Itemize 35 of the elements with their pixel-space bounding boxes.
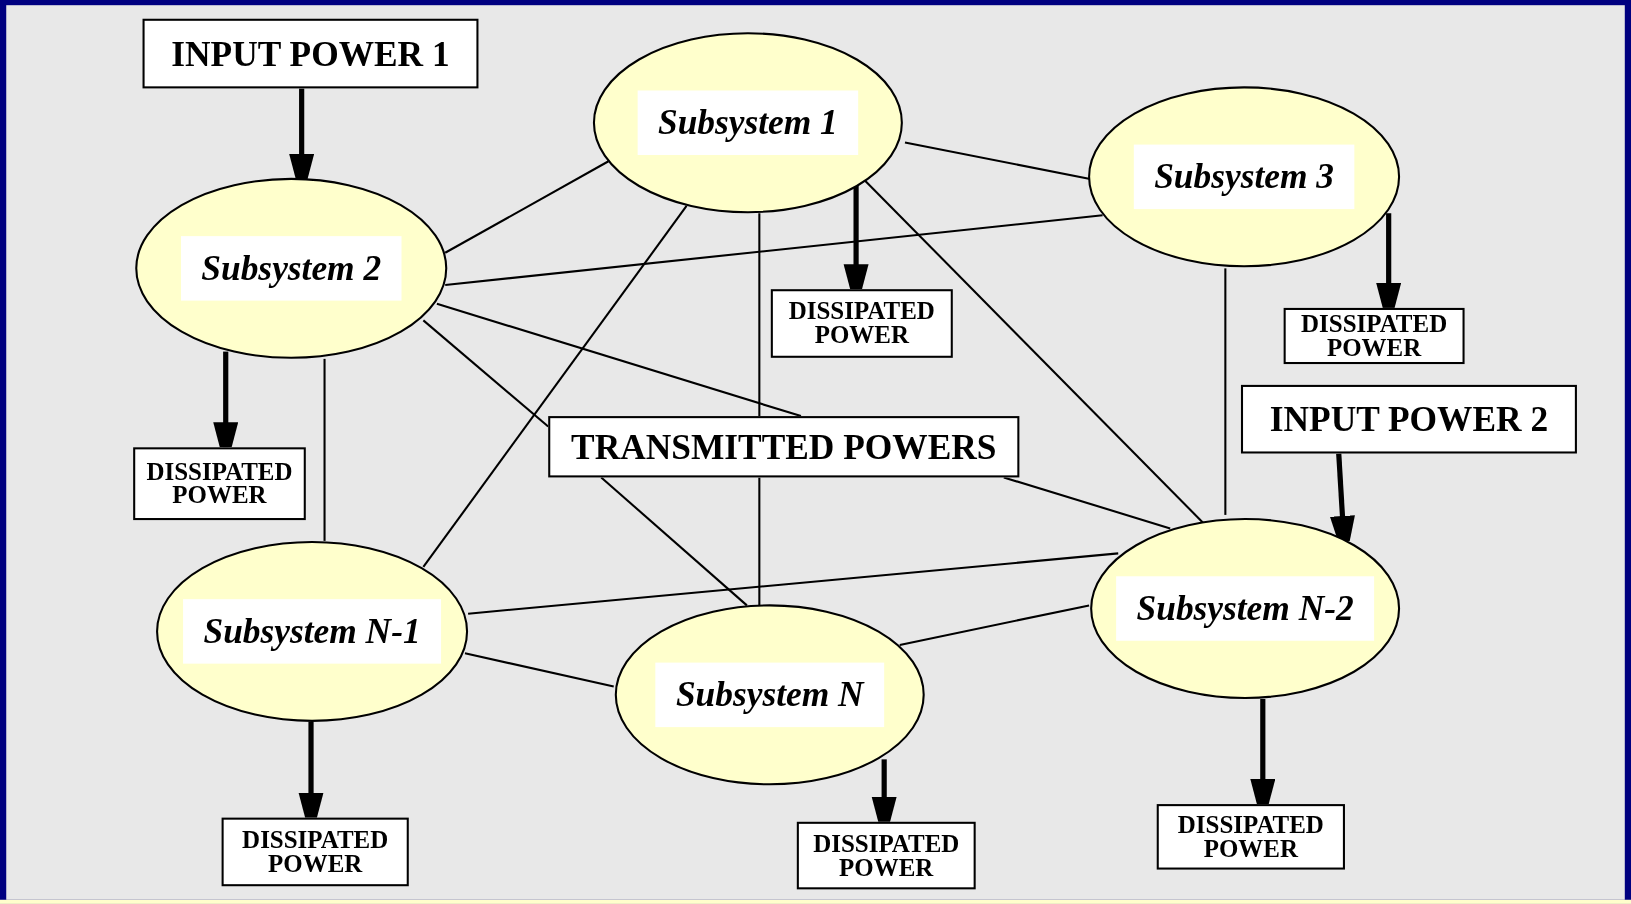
dissipated-power-box: DISSIPATED POWER: [133, 447, 306, 521]
dissipated-power-box: DISSIPATED POWER: [221, 817, 409, 887]
subsystem-label: Subsystem N-2: [1115, 576, 1375, 641]
subsystem-label: Subsystem 2: [180, 236, 402, 301]
subsystem-ellipse: [156, 540, 469, 722]
subsystem-label: Subsystem 1: [637, 90, 859, 155]
dissipated-power-box: DISSIPATED POWER: [796, 821, 976, 890]
connector-line: [600, 476, 748, 607]
connector-line: [422, 205, 688, 568]
connector-line: [1224, 268, 1227, 515]
subsystem-ellipse: [1090, 518, 1401, 699]
power-box: INPUT POWER 2: [1240, 384, 1577, 454]
connector-line: [468, 552, 1119, 615]
connector-line: [323, 358, 326, 541]
subsystem-ellipse: [1088, 86, 1401, 268]
connector-line: [464, 652, 614, 688]
subsystem-label: Subsystem N: [655, 662, 885, 728]
connector-line: [445, 214, 1103, 287]
connector-line: [444, 160, 610, 254]
dissipated-power-box: DISSIPATED POWER: [1156, 804, 1345, 870]
power-box: TRANSMITTED POWERS: [548, 416, 1020, 478]
connector-line: [1003, 476, 1171, 530]
subsystem-ellipse: [135, 177, 448, 359]
subsystem-label: Subsystem 3: [1133, 144, 1355, 210]
connector-line: [422, 319, 549, 428]
connector-line: [899, 604, 1090, 646]
connector-line: [758, 213, 761, 417]
subsystem-ellipse: [614, 604, 925, 786]
power-box: INPUT POWER 1: [142, 18, 479, 89]
subsystem-label: Subsystem N-1: [182, 599, 442, 664]
subsystem-ellipse: [592, 32, 903, 214]
dissipated-power-box: DISSIPATED POWER: [770, 289, 953, 358]
connector-line: [436, 302, 802, 418]
connector-line: [758, 477, 761, 606]
dissipated-power-box: DISSIPATED POWER: [1283, 307, 1465, 365]
